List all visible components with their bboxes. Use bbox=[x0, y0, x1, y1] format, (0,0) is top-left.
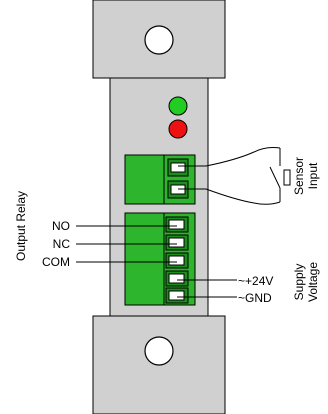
relay-power-terminal-block bbox=[124, 212, 196, 306]
terminal-com bbox=[165, 252, 189, 269]
relay-block-divider bbox=[124, 212, 165, 306]
status-leds bbox=[168, 96, 188, 139]
sensor-terminal-1 bbox=[167, 158, 189, 177]
output-relay-label: Output Relay bbox=[14, 191, 28, 261]
supply-label-line1: Supply bbox=[292, 264, 306, 301]
sensor-switch-wiring bbox=[178, 147, 291, 205]
switch-actuator bbox=[283, 169, 291, 186]
terminal-nc bbox=[165, 234, 189, 251]
terminal-gnd bbox=[165, 287, 189, 304]
bottom-mounting-hole bbox=[144, 336, 174, 366]
terminal-no bbox=[165, 216, 189, 233]
com-label: COM bbox=[42, 255, 70, 269]
sensor-label-line1: Sensor bbox=[292, 157, 306, 195]
no-label: NO bbox=[52, 219, 70, 233]
sensor-wire-upper bbox=[178, 147, 281, 167]
supply-label-line2: Voltage bbox=[306, 262, 320, 302]
sensor-label-line2: Input bbox=[306, 162, 320, 189]
device-housing bbox=[92, 0, 226, 414]
top-mounting-hole bbox=[144, 25, 174, 55]
lead-lines bbox=[76, 225, 237, 298]
plus24v-label: ~+24V bbox=[238, 274, 273, 288]
gnd-label: ~GND bbox=[238, 291, 272, 305]
nc-label: NC bbox=[53, 237, 71, 251]
sensor-terminal-block bbox=[124, 154, 196, 205]
terminal-plus24v bbox=[165, 270, 189, 287]
switch-blade bbox=[269, 166, 281, 189]
sensor-block-divider bbox=[124, 154, 165, 205]
green-led bbox=[168, 96, 188, 116]
sensor-wire-lower bbox=[178, 188, 281, 205]
red-led bbox=[168, 119, 188, 139]
